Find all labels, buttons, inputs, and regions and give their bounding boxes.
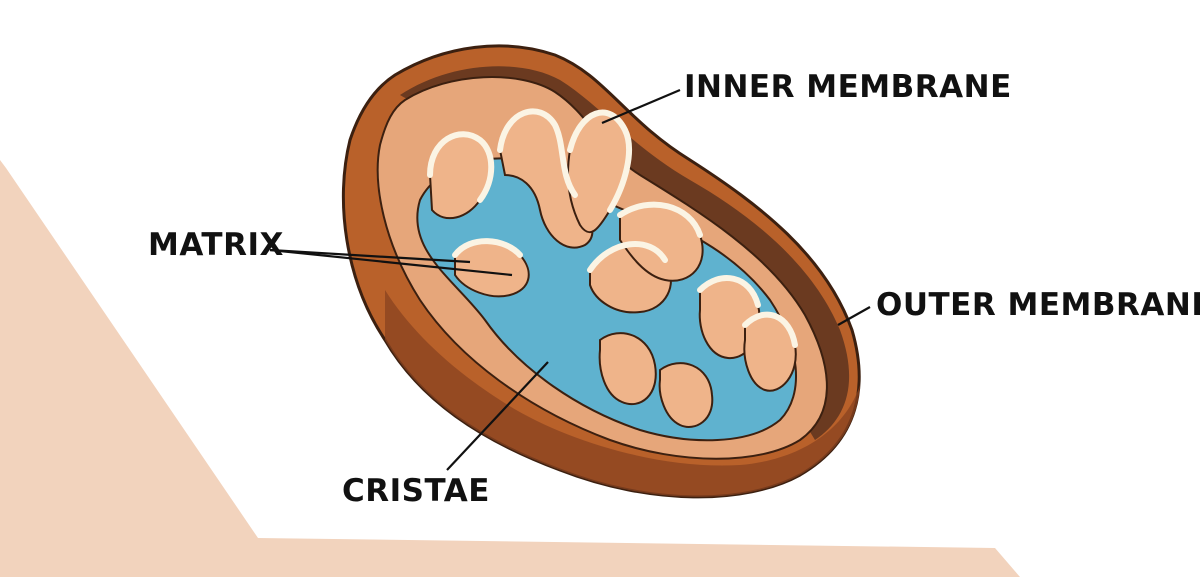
matrix-leader-lower bbox=[269, 248, 513, 277]
inner-membrane-leader bbox=[601, 88, 681, 125]
outer-membrane-rim bbox=[385, 290, 860, 497]
backdrop-shape bbox=[0, 160, 1020, 577]
cristae-leader bbox=[446, 361, 549, 471]
outer-membrane-leader bbox=[837, 306, 871, 326]
mitochondrion bbox=[341, 44, 861, 499]
matrix-label: MATRIX bbox=[148, 227, 284, 263]
matrix-leader-upper bbox=[269, 248, 471, 264]
inner-membrane-label: INNER MEMBRANE bbox=[684, 69, 1012, 105]
outer-membrane-label: OUTER MEMBRANE bbox=[876, 287, 1200, 323]
cristae-label: CRISTAE bbox=[342, 473, 490, 509]
leader-lines bbox=[269, 88, 871, 471]
inner-membrane-lines bbox=[427, 108, 798, 348]
